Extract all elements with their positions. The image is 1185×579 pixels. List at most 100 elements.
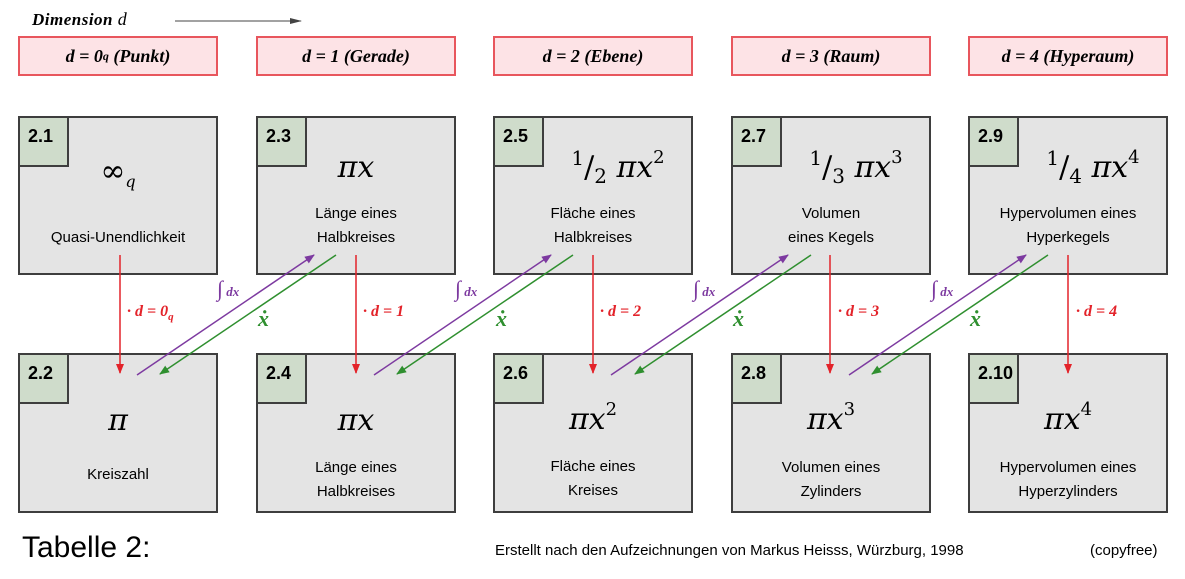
- desc-line-1: Länge eines: [315, 205, 397, 222]
- formula: 1/2 πx2: [571, 146, 665, 188]
- box-id: 2.8: [733, 355, 782, 404]
- description: Länge eines Halbkreises: [264, 202, 448, 250]
- desc-line-1: Kreiszahl: [87, 466, 149, 483]
- multiply-label-2: · d = 2: [600, 303, 641, 321]
- derive-arrow-1: [159, 254, 337, 375]
- fraction-denominator: 4: [1069, 164, 1082, 188]
- desc-line-1: Länge eines: [315, 459, 397, 476]
- integral-text: dx: [940, 284, 954, 299]
- desc-line-1: Volumen eines: [781, 459, 881, 476]
- multiply-text: · d = 0: [127, 303, 169, 320]
- box-2-5: 2.5 1/2 πx2 Fläche eines Halbkreises: [493, 116, 693, 275]
- description: Quasi-Unendlichkeit: [26, 226, 210, 250]
- formula-base: πx: [1091, 150, 1129, 185]
- header-math: d = 2: [542, 45, 580, 66]
- desc-line-2: Halbkreises: [316, 229, 396, 246]
- desc-line-1: Hypervolumen eines: [999, 459, 1137, 476]
- formula-exponent: 4: [1080, 399, 1093, 420]
- table-label: Tabelle 2:: [22, 531, 151, 564]
- formula: 1/3 πx3: [809, 146, 903, 188]
- header-word: (Punkt): [113, 45, 171, 66]
- multiply-text: · d = 4: [1076, 303, 1118, 320]
- integral-symbol: ∫: [931, 276, 938, 301]
- formula-exponent: 4: [1128, 147, 1140, 168]
- formula: 1/4 πx4: [1046, 146, 1140, 188]
- formula-base: πx: [1043, 402, 1081, 437]
- header-word: (Ebene): [584, 45, 644, 66]
- box-id: 2.5: [495, 118, 544, 167]
- formula-exponent: 3: [843, 399, 856, 420]
- multiply-text: · d = 3: [838, 303, 880, 320]
- integral-symbol: ∫: [693, 276, 700, 301]
- derivative-label-1: ẋ: [258, 306, 269, 331]
- desc-line-2: Halbkreises: [316, 483, 396, 500]
- fraction-denominator: 2: [594, 164, 607, 188]
- integral-text: dx: [226, 284, 240, 299]
- box-2-3: 2.3 πx Länge eines Halbkreises: [256, 116, 456, 275]
- derivative-label-2: ẋ: [496, 306, 507, 331]
- formula-sub: q: [125, 172, 136, 191]
- multiply-label-1: · d = 1: [363, 303, 404, 321]
- dimension-variable: d: [117, 9, 128, 29]
- box-id: 2.6: [495, 355, 544, 404]
- header-math: d = 3: [781, 45, 819, 66]
- header-word: (Raum): [823, 45, 881, 66]
- header-word: (Gerade): [343, 45, 410, 66]
- formula-exponent: 3: [891, 147, 903, 168]
- formula: πx: [258, 150, 454, 185]
- box-2-9: 2.9 1/4 πx4 Hypervolumen eines Hyperkege…: [968, 116, 1168, 275]
- formula-base: ∞: [100, 154, 126, 189]
- formula-base: πx: [337, 150, 375, 185]
- box-id: 2.10: [970, 355, 1019, 404]
- derive-arrow-4: [871, 254, 1049, 375]
- box-id: 2.4: [258, 355, 307, 404]
- formula: πx3: [733, 399, 929, 437]
- description: Fläche eines Kreises: [501, 455, 685, 503]
- formula-exponent: 2: [605, 399, 618, 420]
- formula: πx: [258, 403, 454, 438]
- desc-line-1: Hypervolumen eines: [999, 205, 1137, 222]
- integrate-arrow-3: [610, 254, 789, 376]
- box-2-4: 2.4 πx Länge eines Halbkreises: [256, 353, 456, 513]
- box-2-7: 2.7 1/3 πx3 Volumen eines Kegels: [731, 116, 931, 275]
- multiply-sub: q: [168, 311, 174, 324]
- description: Hypervolumen eines Hyperkegels: [976, 202, 1160, 250]
- formula-base: πx: [806, 402, 844, 437]
- formula-base: πx: [337, 403, 375, 438]
- copyfree-text: (copyfree): [1090, 542, 1158, 559]
- box-2-1: 2.1 ∞q Quasi-Unendlichkeit: [18, 116, 218, 275]
- desc-line-2: Hyperzylinders: [1018, 483, 1118, 500]
- header-math: d = 4: [1001, 45, 1039, 66]
- header-dim-4: d = 4 (Hyperaum): [968, 36, 1168, 76]
- integral-symbol: ∫: [217, 276, 224, 301]
- dimension-title: Dimension d: [32, 9, 127, 30]
- formula: πx2: [495, 399, 691, 437]
- header-math: d = 1: [302, 45, 340, 66]
- derivative-label-3: ẋ: [733, 306, 744, 331]
- integral-symbol: ∫: [455, 276, 462, 301]
- header-math: d = 0: [65, 45, 103, 66]
- desc-line-2: Kreises: [567, 482, 619, 499]
- credit-text: Erstellt nach den Aufzeichnungen von Mar…: [495, 542, 964, 559]
- integral-label-1: ∫ dx: [217, 276, 239, 302]
- multiply-text: · d = 1: [363, 303, 405, 320]
- description: Hypervolumen eines Hyperzylinders: [976, 456, 1160, 504]
- fraction-numerator: 1: [809, 146, 823, 170]
- formula: πx4: [970, 399, 1166, 437]
- desc-line-2: eines Kegels: [788, 229, 874, 246]
- integrate-arrow-2: [373, 254, 552, 376]
- description: Kreiszahl: [26, 463, 210, 487]
- desc-line-1: Fläche eines: [550, 458, 636, 475]
- formula-base: π: [108, 403, 128, 438]
- box-2-8: 2.8 πx3 Volumen eines Zylinders: [731, 353, 931, 513]
- description: Fläche eines Halbkreises: [501, 202, 685, 250]
- derive-arrow-3: [634, 254, 812, 375]
- formula: π: [20, 403, 216, 438]
- integral-label-4: ∫ dx: [931, 276, 953, 302]
- box-id: 2.9: [970, 118, 1019, 167]
- desc-line-1: Quasi-Unendlichkeit: [50, 229, 186, 246]
- box-2-2: 2.2 π Kreiszahl: [18, 353, 218, 513]
- description: Volumen eines Zylinders: [739, 456, 923, 504]
- derivative-label-4: ẋ: [970, 306, 981, 331]
